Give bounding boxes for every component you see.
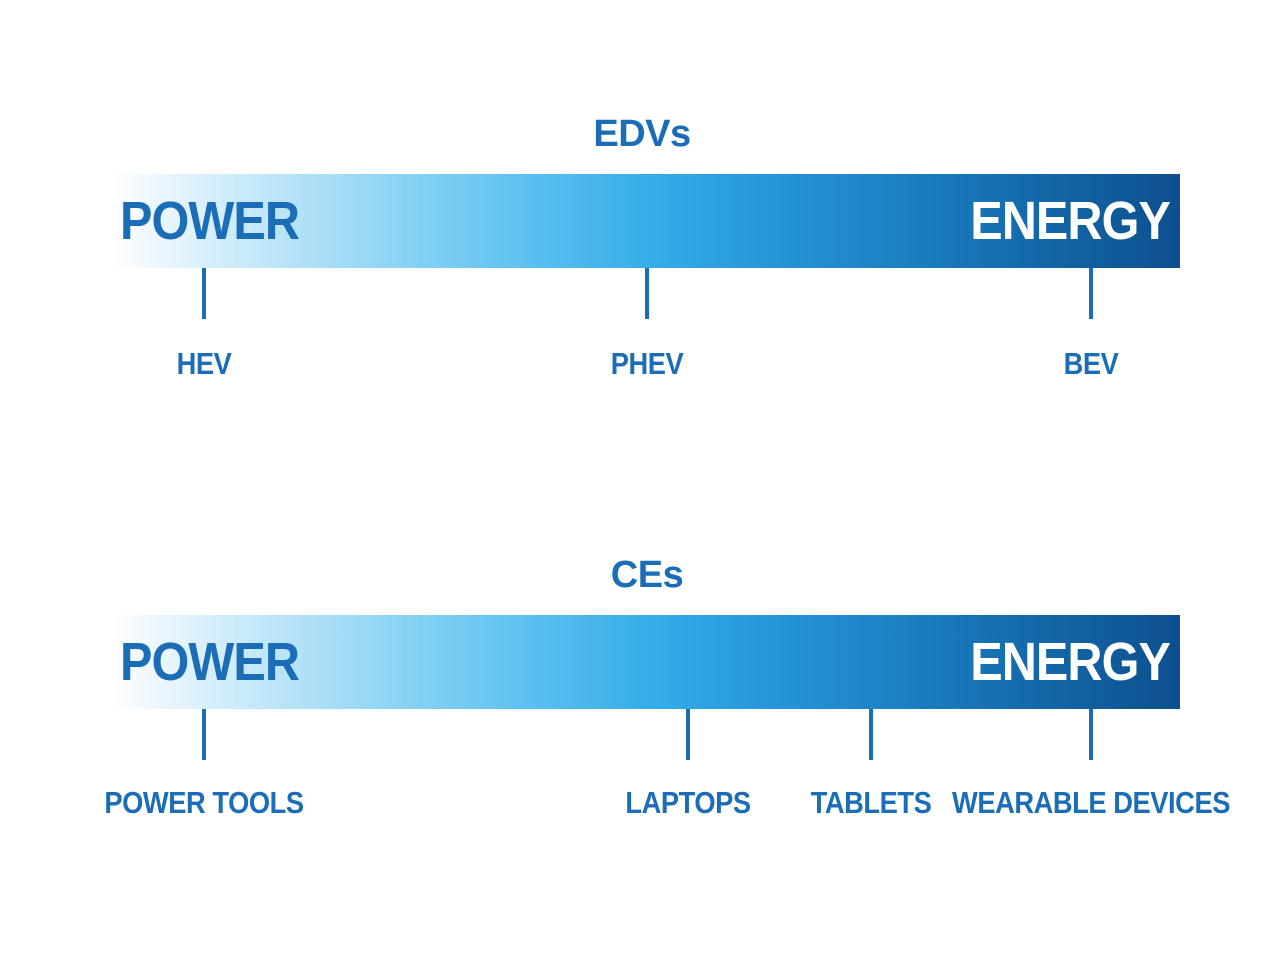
wearable-devices-label: WEARABLE DEVICES [952,785,1230,820]
bev-label: BEV [1063,346,1119,381]
power-tools-tick [202,709,207,760]
power-tools-label: POWER TOOLS [104,785,305,820]
edv-scale-title: EDVs [593,113,691,155]
ce-energy-label: ENERGY [970,632,1171,692]
ce-power-label: POWER [120,632,300,692]
edv-gradient-bar: POWER ENERGY [108,174,1180,268]
wearable-devices-tick [1089,709,1094,760]
laptops-label: LAPTOPS [625,785,751,820]
edv-energy-label: ENERGY [970,191,1171,251]
tablets-label: TABLETS [810,785,932,820]
hev-tick [202,268,207,319]
tablets-tick [869,709,874,760]
bev-tick [1089,268,1094,319]
ce-gradient-bar: POWER ENERGY [108,615,1180,709]
edv-power-label: POWER [120,191,300,251]
phev-tick [645,268,650,319]
ce-scale: CEs POWER ENERGY POWER TOOLS LAPTOPS TAB… [0,541,1280,841]
phev-label: PHEV [610,346,684,381]
hev-label: HEV [177,346,232,381]
ce-scale-title: CEs [610,554,684,596]
laptops-tick [685,709,690,760]
edv-scale: EDVs POWER ENERGY HEV PHEV BEV [0,100,1280,400]
